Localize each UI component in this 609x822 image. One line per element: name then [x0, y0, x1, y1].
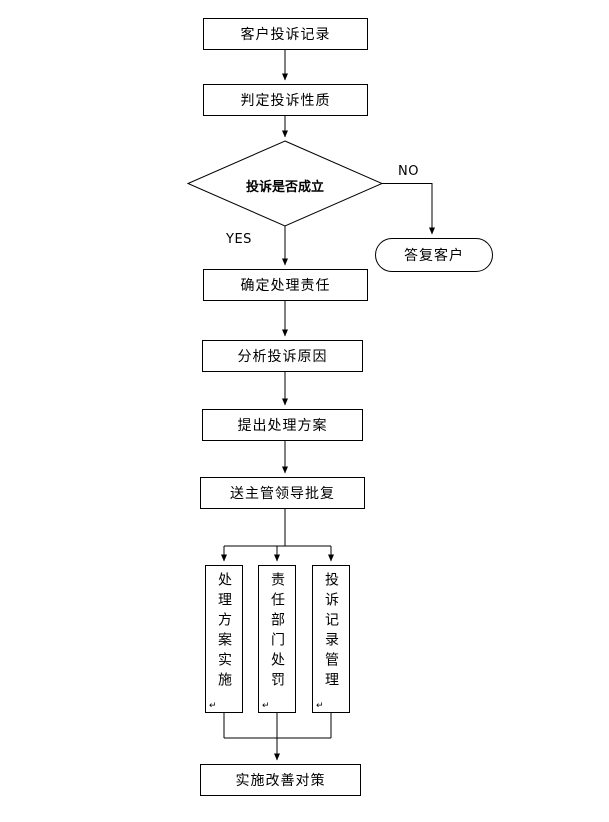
- return-mark-icon: ↵: [209, 701, 217, 711]
- node-analyze-cause: 分析投诉原因: [202, 340, 363, 372]
- return-mark-icon: ↵: [316, 701, 324, 711]
- return-mark-icon: ↵: [262, 701, 270, 711]
- edge-label-yes: YES: [226, 232, 252, 247]
- node-analyze-cause-label: 分析投诉原因: [237, 349, 328, 365]
- node-determine-responsibility: 确定处理责任: [203, 269, 368, 301]
- node-reply-customer-label: 答复客户: [404, 248, 464, 264]
- node-determine-responsibility-label: 确定处理责任: [240, 278, 331, 294]
- node-supervisor-approval-label: 送主管领导批复: [230, 486, 335, 502]
- node-judge-nature: 判定投诉性质: [203, 84, 368, 116]
- node-record-management: 投诉记录管理 ↵: [312, 565, 350, 713]
- edge-label-no: NO: [398, 164, 419, 179]
- node-record-management-label: 投诉记录管理: [323, 572, 339, 692]
- node-complaint-record-label: 客户投诉记录: [240, 27, 331, 43]
- node-implement-plan: 处理方案实施 ↵: [205, 565, 243, 713]
- node-supervisor-approval: 送主管领导批复: [200, 477, 365, 509]
- node-department-punishment: 责任部门处罚 ↵: [258, 565, 296, 713]
- edge-decision-reply: [382, 183, 435, 235]
- node-judge-nature-label: 判定投诉性质: [240, 93, 331, 109]
- node-implement-improvement: 实施改善对策: [200, 764, 361, 796]
- node-propose-plan: 提出处理方案: [202, 409, 363, 441]
- node-complaint-record: 客户投诉记录: [203, 18, 368, 50]
- node-reply-customer: 答复客户: [375, 238, 493, 272]
- node-decision-label: 投诉是否成立: [245, 180, 324, 195]
- node-implement-improvement-label: 实施改善对策: [235, 773, 326, 789]
- node-propose-plan-label: 提出处理方案: [237, 418, 328, 434]
- node-department-punishment-label: 责任部门处罚: [269, 572, 285, 692]
- node-implement-plan-label: 处理方案实施: [216, 572, 232, 692]
